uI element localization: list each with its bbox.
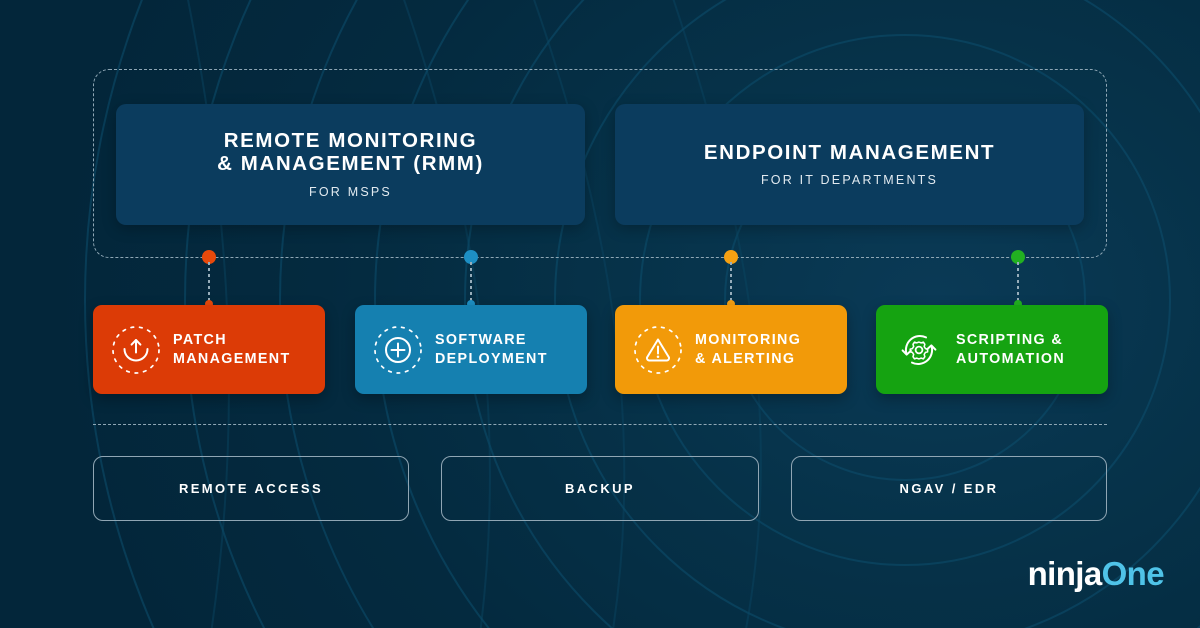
- connector-dotted-line: [208, 262, 210, 306]
- software-plus-circle-icon: [374, 325, 422, 374]
- connector-patch-management: [201, 250, 217, 312]
- connector-node-dot: [1011, 250, 1025, 264]
- connector-scripting-automation: [1010, 250, 1026, 312]
- connector-end-dot: [727, 300, 735, 308]
- gear-automation-cycle-icon: [901, 334, 937, 365]
- ninjaone-logo: ninjaOne: [1027, 555, 1165, 592]
- logo-primary-text: ninja: [1027, 555, 1103, 592]
- card-title: REMOTE MONITORING & MANAGEMENT (RMM): [217, 129, 484, 175]
- feature-card-label: SCRIPTING & AUTOMATION: [956, 331, 1066, 367]
- connector-node-dot: [202, 250, 216, 264]
- card-title: ENDPOINT MANAGEMENT: [703, 140, 996, 164]
- feature-card-scripting-automation[interactable]: SCRIPTING & AUTOMATION: [876, 305, 1108, 394]
- connector-monitoring-alerting: [723, 250, 739, 312]
- connector-node-dot: [464, 250, 478, 264]
- rmm-endpoint-dashed-container: [93, 69, 1107, 258]
- logo-accent-text: One: [1101, 555, 1165, 592]
- outline-box-remote-access[interactable]: REMOTE ACCESS: [93, 456, 409, 521]
- feature-card-monitoring-alerting[interactable]: MONITORING & ALERTING: [615, 305, 847, 394]
- connector-dotted-line: [1017, 262, 1019, 306]
- outline-box-label: NGAV / EDR: [899, 481, 999, 496]
- patch-update-arrow-icon: [112, 325, 160, 374]
- connector-dotted-line: [730, 262, 732, 306]
- outline-box-ngav-edr[interactable]: NGAV / EDR: [791, 456, 1107, 521]
- connector-node-dot: [724, 250, 738, 264]
- card-remote-monitoring-management[interactable]: REMOTE MONITORING & MANAGEMENT (RMM) FOR…: [116, 104, 585, 225]
- feature-card-label: SOFTWARE DEPLOYMENT: [435, 331, 548, 367]
- feature-card-label: PATCH MANAGEMENT: [173, 331, 291, 367]
- outline-box-backup[interactable]: BACKUP: [441, 456, 759, 521]
- connector-dotted-line: [470, 262, 472, 306]
- feature-card-label: MONITORING & ALERTING: [695, 331, 802, 367]
- connector-end-dot: [467, 300, 475, 308]
- card-endpoint-management[interactable]: ENDPOINT MANAGEMENT FOR IT DEPARTMENTS: [615, 104, 1084, 225]
- connector-end-dot: [205, 300, 213, 308]
- connector-software-deployment: [463, 250, 479, 312]
- connector-end-dot: [1014, 300, 1022, 308]
- alert-warning-triangle-icon: [634, 325, 682, 374]
- card-subtitle: FOR MSPS: [309, 184, 392, 199]
- outline-box-label: REMOTE ACCESS: [178, 481, 324, 496]
- outline-box-label: BACKUP: [564, 481, 635, 496]
- card-subtitle: FOR IT DEPARTMENTS: [760, 173, 939, 188]
- feature-card-patch-management[interactable]: PATCH MANAGEMENT: [93, 305, 325, 394]
- section-divider: [93, 424, 1107, 425]
- feature-card-software-deployment[interactable]: SOFTWARE DEPLOYMENT: [355, 305, 587, 394]
